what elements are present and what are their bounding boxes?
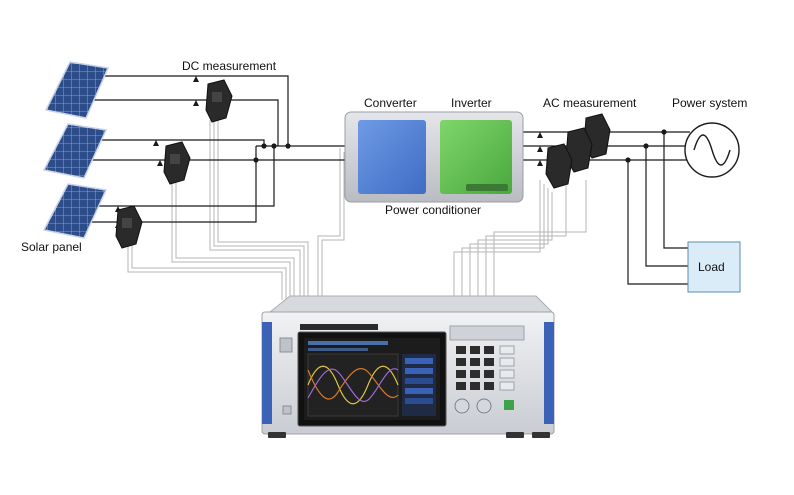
dc-sensor-1 bbox=[205, 79, 233, 123]
dc-sensor-3 bbox=[115, 205, 143, 249]
dc-measurement-label: DC measurement bbox=[182, 59, 277, 73]
converter-block bbox=[358, 120, 426, 194]
solar-panel-3 bbox=[42, 183, 108, 239]
dc-sensor-2 bbox=[163, 141, 191, 185]
signal-cables bbox=[127, 120, 587, 300]
inverter-label: Inverter bbox=[451, 96, 492, 110]
ac-source-icon bbox=[684, 122, 740, 178]
converter-label: Converter bbox=[364, 96, 417, 110]
power-analyzer bbox=[261, 295, 555, 438]
power-system-label: Power system bbox=[672, 96, 748, 110]
load-box bbox=[687, 241, 741, 293]
inverter-block bbox=[440, 120, 512, 194]
ac-measurement-label: AC measurement bbox=[543, 96, 637, 110]
solar-panel-1 bbox=[44, 61, 110, 119]
power-conditioner bbox=[344, 111, 524, 203]
load-label: Load bbox=[698, 260, 725, 274]
ac-sensor-3 bbox=[545, 143, 573, 189]
left-handle bbox=[262, 322, 272, 424]
junction-dots bbox=[253, 129, 667, 163]
solar-panel-label: Solar panel bbox=[21, 240, 82, 254]
solar-panel-2 bbox=[42, 123, 108, 179]
right-handle bbox=[544, 322, 554, 424]
power-conditioner-label: Power conditioner bbox=[385, 203, 482, 217]
